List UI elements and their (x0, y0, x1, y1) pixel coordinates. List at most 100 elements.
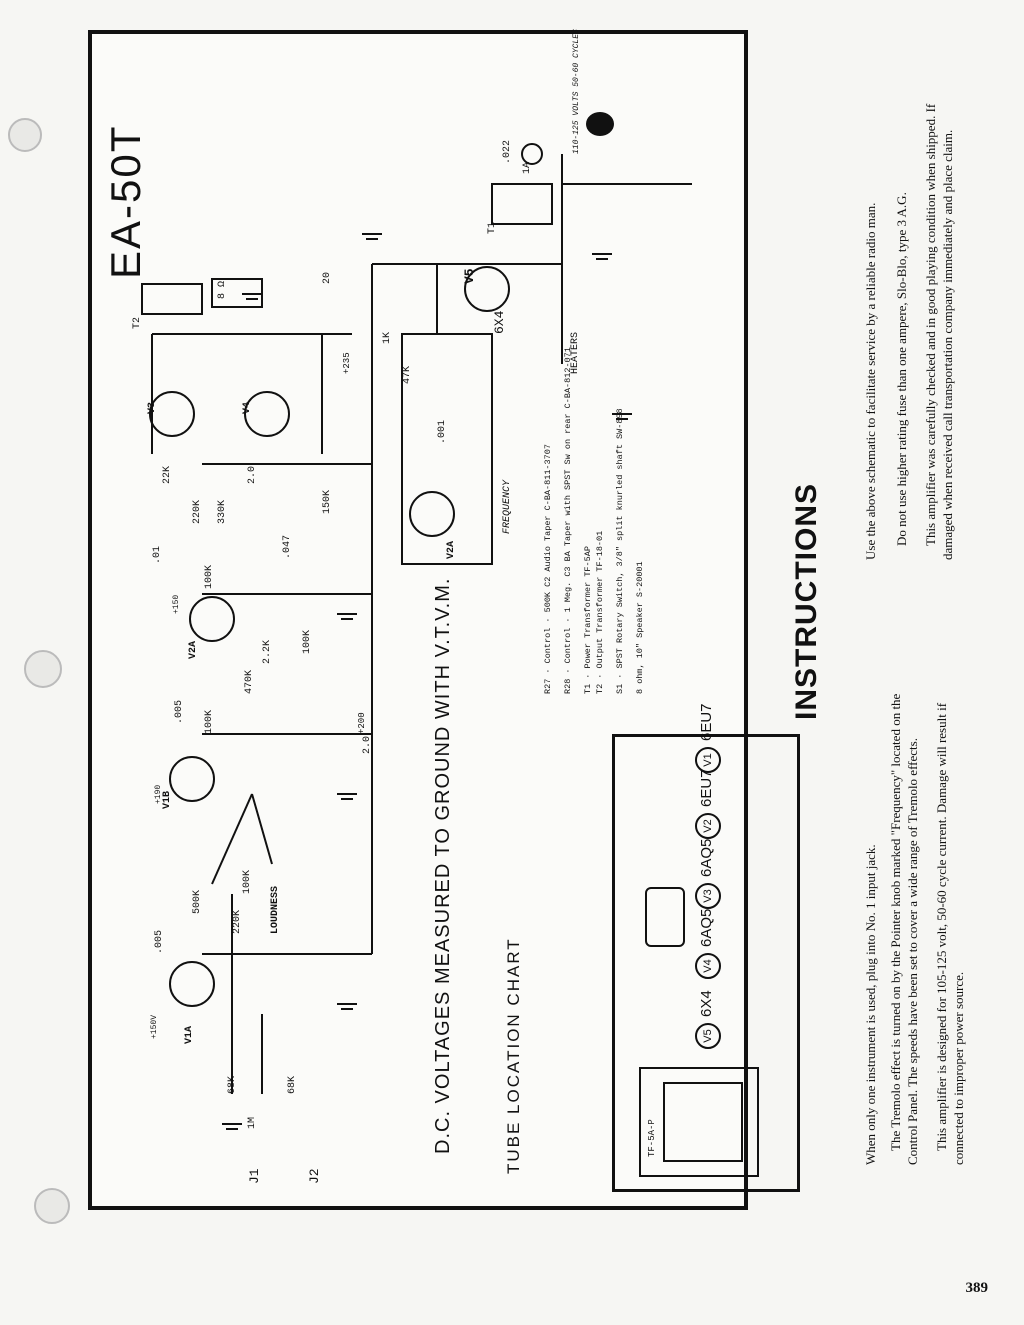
tube-v1a (169, 961, 215, 1007)
part-label: 20 (322, 271, 333, 284)
tube-id-badge: V5 (695, 1023, 721, 1049)
tube-label-v1b: V1B (162, 790, 173, 809)
legend-row: T2 · Output Transformer TF-18-01 (595, 530, 605, 694)
voltage-mark: +150 (172, 594, 181, 614)
tube-chart-transformer-label: TF-5A-P (647, 1119, 657, 1157)
instruction-paragraph: This amplifier was carefully checked and… (923, 103, 955, 560)
punch-hole-middle (24, 650, 62, 688)
legend-row: 8 ohm, 10" Speaker S-20001 (635, 561, 645, 694)
part-label: 330K (217, 499, 228, 524)
instructions-heading: INSTRUCTIONS (790, 483, 823, 720)
part-label: 2.0 (362, 735, 373, 754)
tube-label-v5: V5 (462, 268, 477, 284)
tube-label-v3: V3 (147, 401, 158, 414)
power-plug-icon (586, 112, 614, 136)
part-label: .01 (152, 545, 163, 564)
legend-row: T1 · Power Transformer TF-5AP (583, 546, 593, 694)
page-number: 389 (965, 1280, 989, 1296)
tube-label-v4: V4 (242, 401, 253, 414)
tube-location-chart: TF-5A-P V56X4 V46AQ5 V36AQ5 V26EU7 V16EU… (612, 703, 800, 1192)
part-label: 150K (322, 489, 333, 514)
part-label: 1K (382, 331, 393, 344)
output-transformer-outline (645, 887, 685, 947)
tube-type: 6AQ5 (698, 908, 715, 947)
instruction-paragraph: When only one instrument is used, plug i… (863, 844, 878, 1165)
tube-id-badge: V4 (695, 953, 721, 979)
power-transformer-inner (663, 1082, 743, 1162)
part-label: 100K (204, 709, 215, 734)
ground-symbols (222, 233, 632, 1130)
instruction-paragraph: Use the above schematic to facilitate se… (863, 202, 878, 560)
part-label: 100K (302, 629, 313, 654)
part-label: .005 (174, 699, 185, 724)
tube-chart-v4: V4 6AQ5 (695, 909, 721, 979)
instructions-left-column: When only one instrument is used, plug i… (862, 660, 967, 1165)
part-label: 220K (192, 499, 203, 524)
voltage-note: D.C. VOLTAGES MEASURED TO GROUND WITH V.… (432, 577, 454, 1154)
part-label: 100K (204, 564, 215, 589)
part-label: 8 Ω (217, 280, 228, 299)
transformer-label-t2: T2 (132, 316, 143, 329)
tube-type: 6EU7 (698, 769, 715, 807)
output-transformer-t2 (141, 283, 203, 315)
part-label: 2.0 (247, 465, 258, 484)
tube-chart-v5: V56X4 (695, 990, 721, 1049)
legend-row: S1 · SPST Rotary Switch, 3/8" split knur… (615, 408, 625, 694)
part-label: .047 (282, 534, 293, 559)
transformer-label-t1: T1 (487, 221, 498, 234)
part-label: 68K (287, 1075, 298, 1094)
legend-row: R27 · Control · 500K C2 Audio Taper C-BA… (543, 444, 553, 694)
schematic-panel: EA-50T D.C. VOLTAGES MEASURED TO GROUND … (88, 29, 800, 1210)
schematic-title: EA-50T (102, 124, 149, 279)
tube-v3 (149, 391, 195, 437)
part-label: 1A (522, 161, 533, 174)
voltage-mark: +190 (154, 784, 163, 804)
part-label: 2.2K (262, 639, 273, 664)
jack-j1-label: J1 (247, 1168, 262, 1184)
instruction-paragraph: This amplifier is designed for 105-125 v… (934, 702, 966, 1165)
part-label: 6X4 (492, 310, 507, 334)
power-transformer-outline (639, 1067, 759, 1177)
tube-v1b (169, 756, 215, 802)
voltage-mark: +200 (357, 712, 367, 734)
fuse-symbol (521, 143, 543, 165)
punch-hole-top (8, 118, 42, 152)
tube-id-badge: V2 (695, 813, 721, 839)
tube-chart-v2: V2 6EU7 (695, 769, 721, 839)
part-label: 220K (232, 909, 243, 934)
part-label: 470K (244, 669, 255, 694)
frequency-label: FREQUENCY (502, 479, 513, 534)
tube-v4 (244, 391, 290, 437)
part-label: .005 (154, 929, 165, 954)
parts-legend: R27 · Control · 500K C2 Audio Taper C-BA… (542, 347, 646, 694)
tube-type: 6X4 (698, 990, 715, 1017)
schematic-wiring (141, 112, 692, 1130)
tube-v2a-lower (409, 491, 455, 537)
instruction-paragraph: The Tremolo effect is turned on by the P… (888, 693, 920, 1165)
part-label: 22K (162, 465, 173, 484)
part-label: 47K (402, 365, 413, 384)
tube-chart-v1: V16EU7 (695, 703, 721, 773)
voltage-mark: +235 (342, 352, 352, 374)
tube-chart-v3: V3 6AQ5 (695, 839, 721, 909)
tube-chart-title: TUBE LOCATION CHART (504, 937, 523, 1174)
power-input-label: 110-125 VOLTS 50-60 CYCLES (572, 29, 581, 154)
instructions-right-column: Use the above schematic to facilitate se… (862, 55, 956, 560)
tube-v5 (464, 266, 510, 312)
punch-hole-bottom (34, 1188, 70, 1224)
loudness-label: LOUDNESS (270, 885, 281, 934)
jack-j2-label: J2 (307, 1168, 322, 1184)
tube-type: 6EU7 (698, 703, 715, 741)
part-label: 68K (227, 1075, 238, 1094)
tube-type: 6AQ5 (698, 838, 715, 877)
tube-label-v2a-osc: V2A (446, 540, 457, 559)
legend-row: R28 · Control · 1 Meg. C3 BA Taper with … (563, 347, 573, 694)
part-label: .022 (502, 139, 513, 164)
part-label: 1M (247, 1116, 258, 1129)
instruction-paragraph: Do not use higher rating fuse than one a… (894, 192, 909, 546)
tube-v2a-upper (189, 596, 235, 642)
part-label: 100K (242, 869, 253, 894)
tube-id-badge: V3 (695, 883, 721, 909)
tube-label-v1a: V1A (184, 1025, 195, 1044)
